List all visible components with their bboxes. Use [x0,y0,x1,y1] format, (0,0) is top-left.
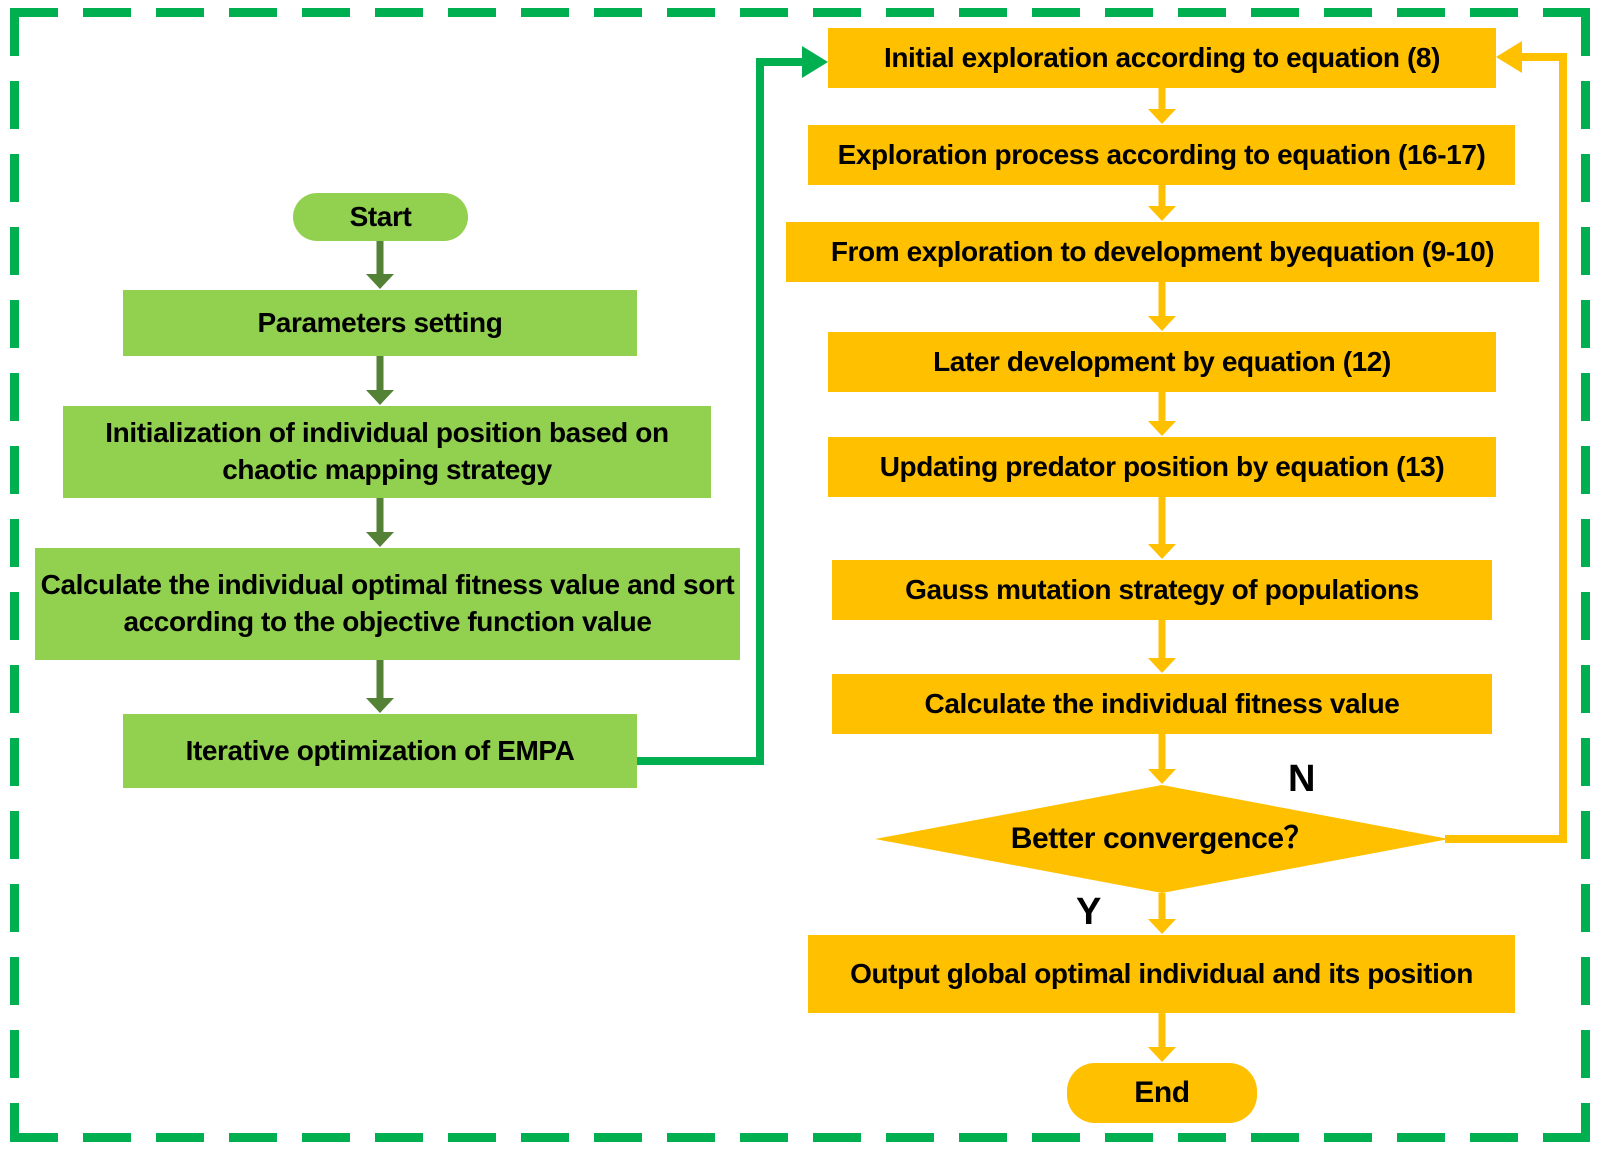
connector-empa-vertical-segment [756,58,764,765]
arrow-fitness-to-decision [1148,734,1176,784]
arrow-start-to-parameters [366,241,394,289]
arrow-exploration-to-development [1148,185,1176,221]
feedback-vertical-segment [1559,53,1567,843]
arrow-calculate-to-empa [366,660,394,713]
node-calculate-optimal-fitness-sort: Calculate the individual optimal fitness… [35,548,740,660]
label-no: N [1288,758,1316,800]
node-decision-better-convergence: Better convergence？ [875,785,1449,893]
connector-empa-horizontal-segment [637,757,764,765]
dashed-border-top [10,8,1590,17]
node-exploration-to-development: From exploration to development byequati… [786,222,1539,282]
node-calculate-individual-fitness: Calculate the individual fitness value [832,674,1492,734]
arrow-development-to-later [1148,282,1176,331]
node-later-development: Later development by equation (12) [828,332,1496,392]
node-exploration-process: Exploration process according to equatio… [808,125,1515,185]
node-initialization-chaotic-mapping: Initialization of individual position ba… [63,406,711,498]
node-start: Start [293,193,468,241]
feedback-horizontal-segment [1445,835,1567,843]
arrow-initialization-to-calculate [366,498,394,547]
node-end: End [1067,1063,1257,1123]
arrow-parameters-to-initialization [366,356,394,405]
dashed-border-right [1581,8,1590,1133]
connector-empa-top-segment [756,58,802,66]
node-parameters-setting: Parameters setting [123,290,637,356]
feedback-top-segment [1522,53,1567,61]
node-iterative-optimization-empa: Iterative optimization of EMPA [123,714,637,788]
label-yes: Y [1076,891,1102,933]
feedback-arrowhead-icon [1496,41,1522,73]
connector-empa-arrowhead-icon [802,46,828,78]
dashed-border-bottom [10,1133,1590,1142]
arrow-updating-to-gauss [1148,497,1176,559]
node-output-global-optimal: Output global optimal individual and its… [808,935,1515,1013]
dashed-border-left [10,8,19,1133]
arrow-gauss-to-fitness [1148,620,1176,673]
node-gauss-mutation-strategy: Gauss mutation strategy of populations [832,560,1492,620]
arrow-output-to-end [1148,1013,1176,1062]
arrow-later-to-updating [1148,392,1176,436]
arrow-initial-to-exploration [1148,88,1176,124]
arrow-decision-to-output [1148,893,1176,934]
node-initial-exploration: Initial exploration according to equatio… [828,28,1496,88]
node-updating-predator-position: Updating predator position by equation (… [828,437,1496,497]
